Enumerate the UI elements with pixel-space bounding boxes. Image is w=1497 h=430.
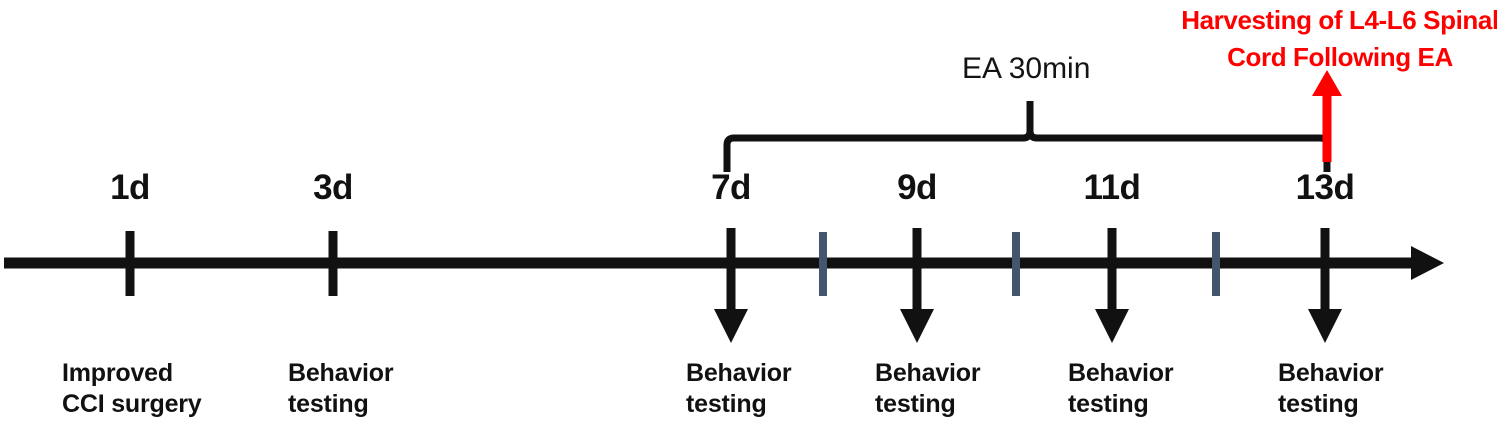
event-label-day-7-line-2: testing <box>686 390 767 418</box>
event-label-day-11-line-2: testing <box>1068 390 1149 418</box>
event-label-day-11: Behavior testing <box>1068 358 1174 420</box>
down-arrow-day-9-head-icon <box>900 309 934 343</box>
harvest-annotation-line-2: Cord Following EA <box>1227 41 1453 72</box>
marker-day-11 <box>1095 228 1129 343</box>
harvest-annotation-line-1: Harvesting of L4-L6 Spinal <box>1181 5 1497 35</box>
event-label-day-13-line-1: Behavior <box>1278 359 1384 387</box>
marker-day-7 <box>714 228 748 343</box>
event-label-day-7-line-1: Behavior <box>686 359 792 387</box>
day-label-11d: 11d <box>1083 168 1141 207</box>
day-label-3d: 3d <box>313 168 353 207</box>
event-label-day-9-line-1: Behavior <box>875 359 981 387</box>
down-arrow-day-11-head-icon <box>1095 309 1129 343</box>
day-label-1d: 1d <box>110 168 150 207</box>
event-label-day-13: Behavior testing <box>1278 358 1384 420</box>
axis-arrowhead-icon <box>1411 246 1444 280</box>
day-label-9d: 9d <box>897 168 937 207</box>
day-label-7d: 7d <box>711 168 751 207</box>
marker-day-13 <box>1308 228 1342 343</box>
event-label-day-3-line-2: testing <box>288 390 369 418</box>
marker-day-9 <box>900 228 934 343</box>
event-label-day-1-line-2: CCI surgery <box>62 390 202 418</box>
down-arrow-day-7-head-icon <box>714 309 748 343</box>
event-label-day-3: Behavior testing <box>288 358 394 420</box>
down-arrow-day-13-head-icon <box>1308 309 1342 343</box>
event-label-day-7: Behavior testing <box>686 358 792 420</box>
event-label-day-3-line-1: Behavior <box>288 359 394 387</box>
harvest-arrow-head-icon <box>1312 70 1342 96</box>
axis-line-group <box>4 246 1444 280</box>
day-label-13d: 13d <box>1295 168 1355 207</box>
ea-duration-label: EA 30min <box>962 52 1091 85</box>
event-label-day-9-line-2: testing <box>875 390 956 418</box>
event-label-day-1-line-1: Improved <box>62 359 173 387</box>
event-label-day-11-line-1: Behavior <box>1068 359 1174 387</box>
event-label-day-13-line-2: testing <box>1278 390 1359 418</box>
event-label-day-9: Behavior testing <box>875 358 981 420</box>
event-label-day-1: Improved CCI surgery <box>62 358 202 420</box>
harvest-annotation-label: Harvesting of L4-L6 Spinal Cord Followin… <box>1181 2 1497 76</box>
